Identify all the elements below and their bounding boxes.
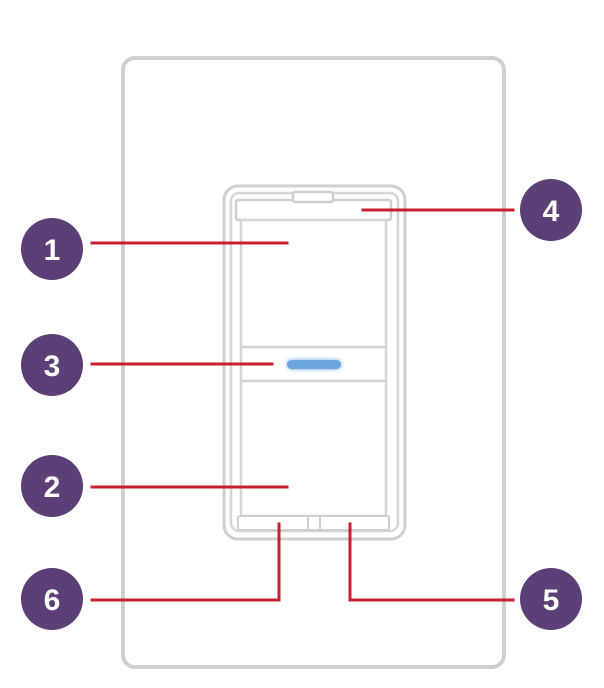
bottom-center-notch: [307, 515, 321, 531]
leader-line-6: [90, 522, 281, 602]
callout-number-4: 4: [543, 195, 560, 228]
callout-badge-2: 2: [21, 455, 83, 517]
callout-badge-6: 6: [21, 568, 83, 630]
callout-badge-5: 5: [520, 568, 582, 630]
callout-badge-1: 1: [21, 218, 83, 280]
callout-number-3: 3: [44, 350, 61, 383]
callout-badge-4: 4: [520, 179, 582, 241]
air-gap-tab: [291, 190, 335, 204]
callout-number-1: 1: [44, 234, 61, 267]
callout-number-6: 6: [44, 584, 61, 617]
callout-number-5: 5: [543, 584, 560, 617]
led-indicator: [287, 360, 341, 369]
leader-line-5: [348, 522, 515, 602]
callout-number-2: 2: [44, 471, 61, 504]
leader-lines: [90, 208, 515, 602]
callout-badge-3: 3: [21, 334, 83, 396]
